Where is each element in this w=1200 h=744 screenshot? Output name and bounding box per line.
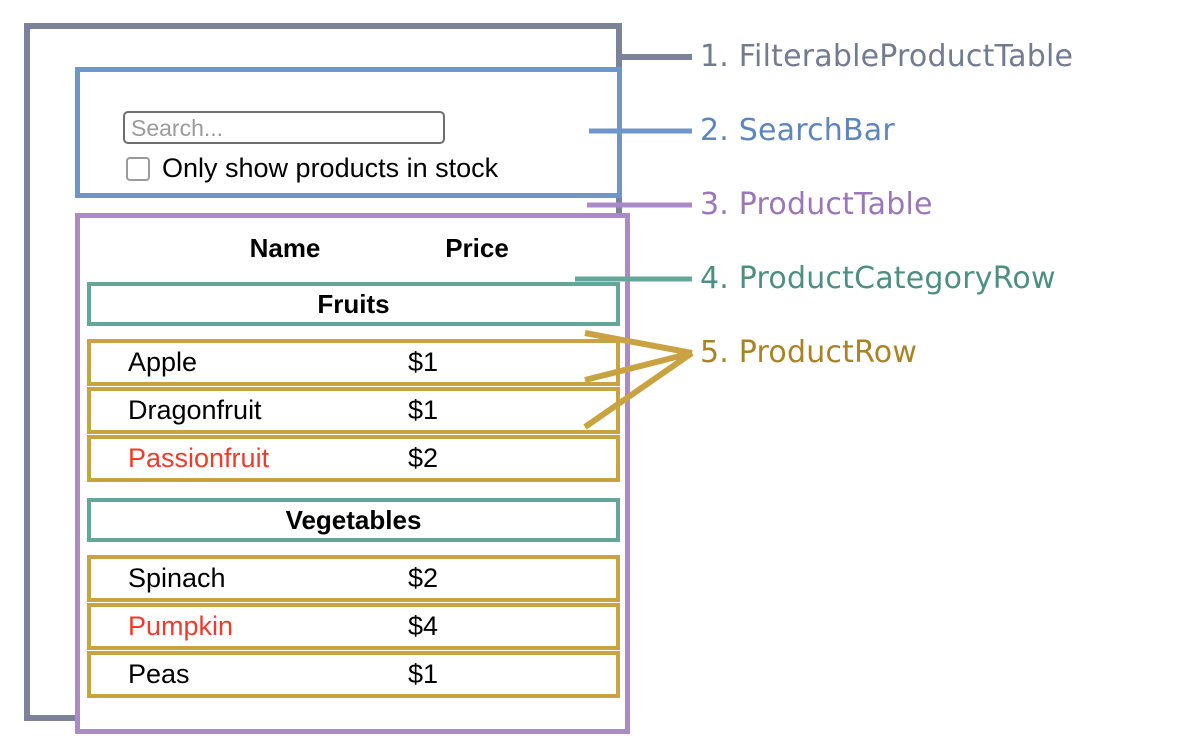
product-name: Peas	[128, 659, 190, 689]
category-group-spacer	[87, 483, 620, 498]
product-category-row: Vegetables	[87, 498, 620, 542]
product-name: Passionfruit	[128, 443, 270, 473]
product-table-body: Fruits Apple $1 Dragonfruit $1 Passionfr…	[87, 282, 620, 699]
callout-label-product-table: 3. ProductTable	[700, 187, 933, 222]
product-name: Apple	[128, 347, 198, 377]
product-name: Spinach	[128, 563, 226, 593]
search-bar-frame: Search... Only show products in stock	[75, 67, 622, 198]
product-table-frame: Name Price Fruits Apple $1 Dragonfruit $…	[75, 213, 630, 734]
product-price: $2	[408, 563, 439, 593]
column-header-price: Price	[445, 233, 509, 263]
product-category-row: Fruits	[87, 282, 620, 326]
product-row[interactable]: Spinach $2	[87, 555, 620, 602]
product-row[interactable]: Peas $1	[87, 651, 620, 698]
product-row[interactable]: Pumpkin $4	[87, 603, 620, 650]
product-category-label: Fruits	[317, 289, 390, 319]
callout-label-filterable-product-table: 1. FilterableProductTable	[700, 39, 1074, 74]
product-price: $1	[408, 659, 439, 689]
product-row[interactable]: Passionfruit $2	[87, 435, 620, 482]
product-row[interactable]: Dragonfruit $1	[87, 387, 620, 434]
product-name: Pumpkin	[128, 611, 234, 641]
product-table-header-row: Name Price	[80, 230, 625, 266]
column-header-name: Name	[249, 233, 321, 263]
callout-label-product-category-row: 4. ProductCategoryRow	[700, 261, 1056, 296]
product-price: $1	[408, 347, 439, 377]
product-price: $1	[408, 395, 439, 425]
product-category-label: Vegetables	[285, 505, 422, 535]
in-stock-checkbox-label: Only show products in stock	[162, 153, 499, 183]
product-price: $2	[408, 443, 439, 473]
callout-label-product-row: 5. ProductRow	[700, 335, 918, 370]
product-name: Dragonfruit	[128, 395, 262, 425]
in-stock-checkbox-row[interactable]: Only show products in stock	[126, 155, 498, 182]
checkbox-icon[interactable]	[126, 156, 150, 181]
callout-label-search-bar: 2. SearchBar	[700, 113, 895, 148]
product-row[interactable]: Apple $1	[87, 339, 620, 386]
filterable-product-table-frame: Search... Only show products in stock Na…	[24, 23, 630, 734]
search-input[interactable]: Search...	[123, 111, 445, 144]
product-price: $4	[408, 611, 439, 641]
